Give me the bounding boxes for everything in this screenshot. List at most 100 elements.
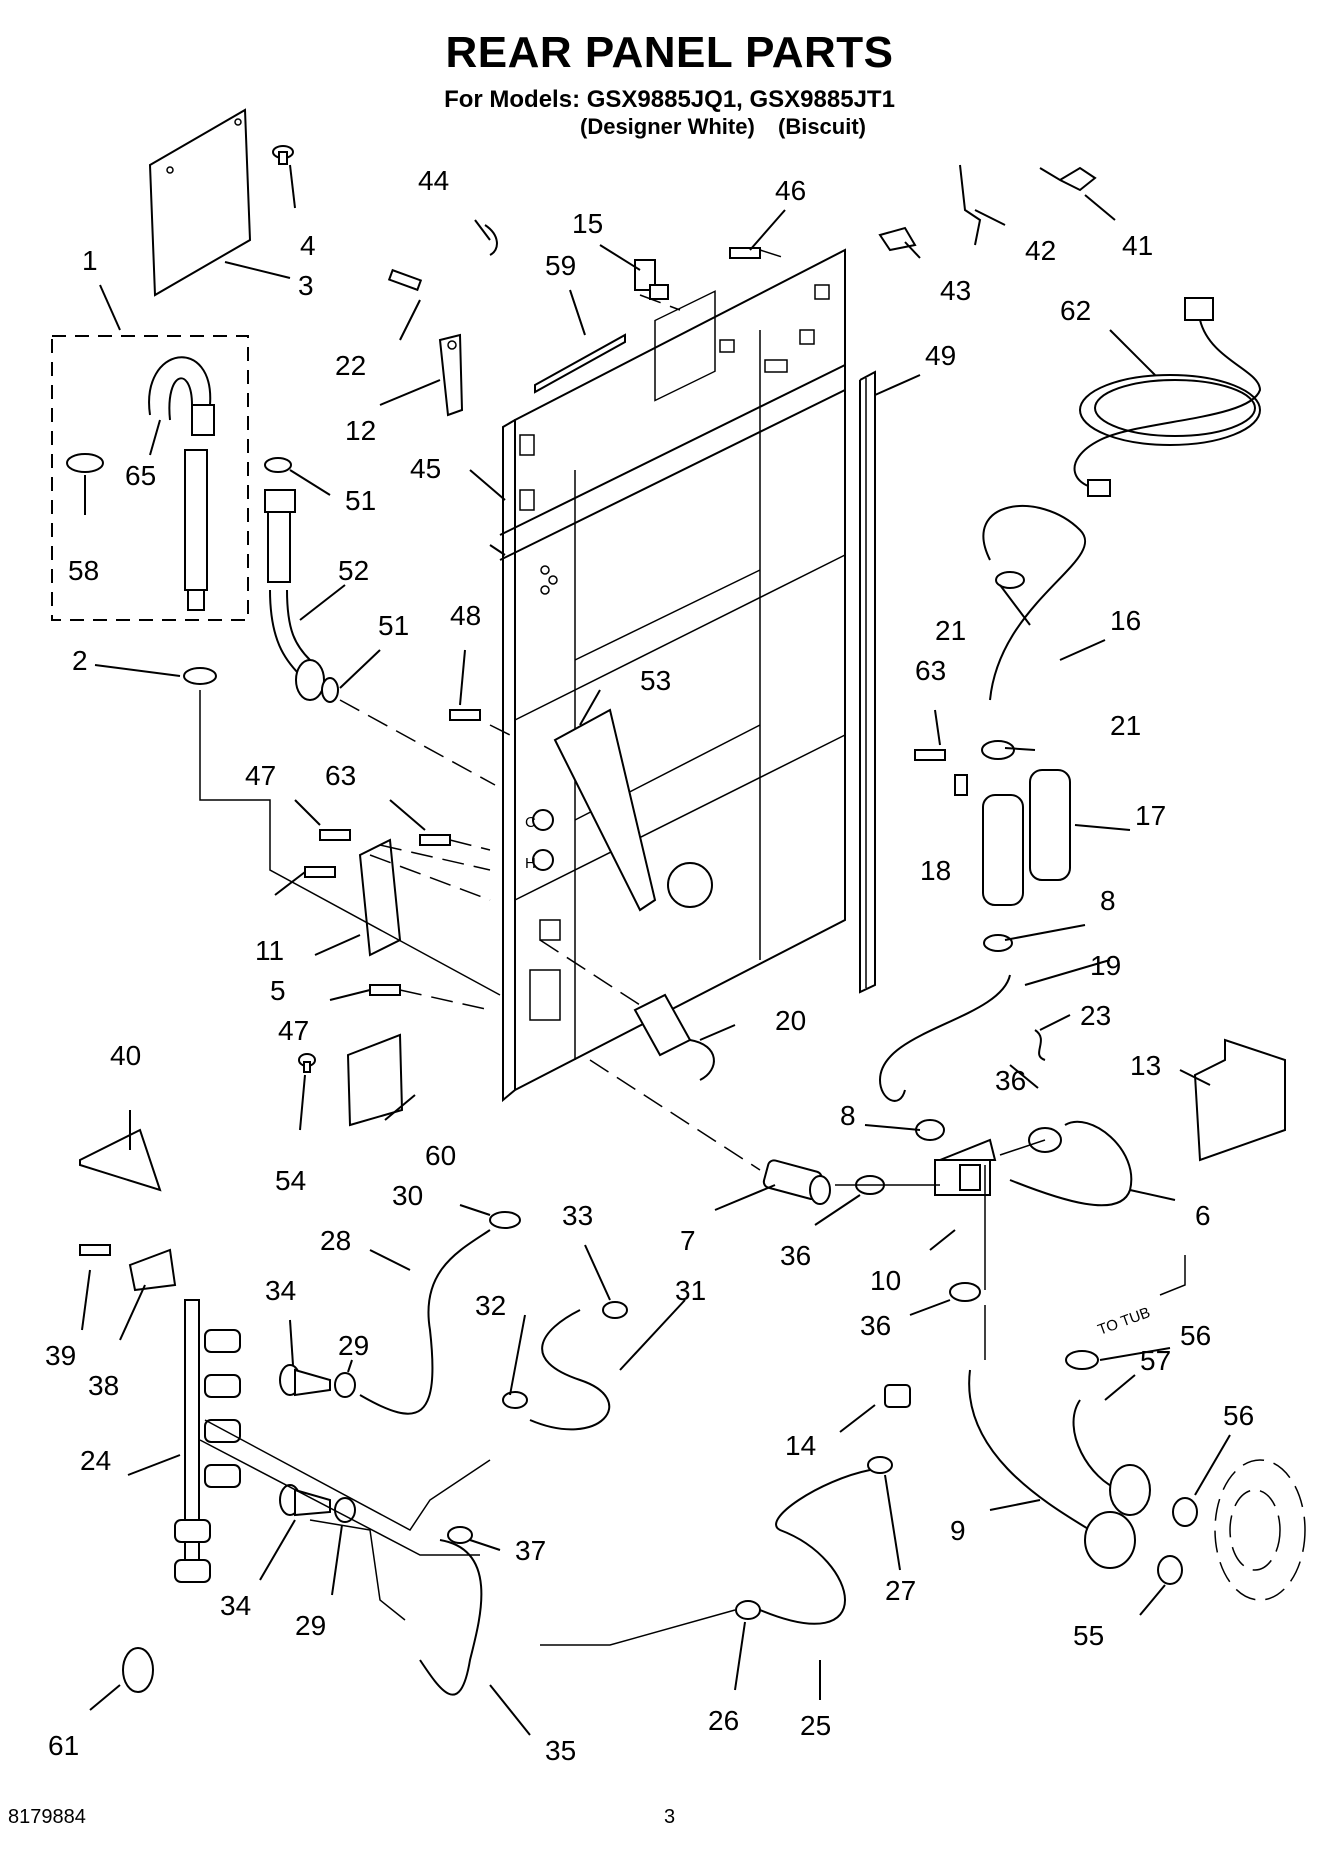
- callout-28: 28: [320, 1225, 351, 1256]
- callout-45: 45: [410, 453, 441, 484]
- clamp-26-part: [735, 1600, 761, 1620]
- callout-34-lower: 34: [220, 1590, 251, 1621]
- callout-5: 5: [270, 975, 286, 1006]
- callout-9: 9: [950, 1515, 966, 1546]
- page-number: 3: [664, 1806, 676, 1828]
- callout-15: 15: [572, 208, 603, 239]
- clamp-33-part: [602, 1301, 628, 1319]
- screw-47-bottom-part: [369, 984, 401, 996]
- hose-9-part: [968, 1369, 1091, 1531]
- manifold-24-part: [174, 1299, 241, 1583]
- callout-21-mid: 21: [1110, 710, 1141, 741]
- clamp-27-part: [867, 1456, 893, 1474]
- screw-48-part: [449, 709, 481, 721]
- callout-36-center: 36: [780, 1240, 811, 1271]
- hose-28-part: [359, 1229, 491, 1415]
- callout-4: 4: [300, 230, 316, 261]
- side-trim-part: [859, 370, 876, 994]
- assembly-guide-lines: [339, 249, 786, 1171]
- screw-47-top-part: [319, 829, 351, 841]
- top-strip-part: [534, 333, 626, 394]
- callout-65: 65: [125, 460, 156, 491]
- callout-13: 13: [1130, 1050, 1161, 1081]
- callout-29-lower: 29: [295, 1610, 326, 1641]
- callout-63-right: 63: [915, 655, 946, 686]
- callout-42: 42: [1025, 235, 1056, 266]
- callout-numbers: 1 2 3 4 5 6 7 8 8 9 10 11 12 13 14 15 16…: [45, 165, 1254, 1766]
- callout-61: 61: [48, 1730, 79, 1761]
- callout-48: 48: [450, 600, 481, 631]
- callout-39: 39: [45, 1340, 76, 1371]
- callout-8-upper: 8: [1100, 885, 1116, 916]
- callout-35: 35: [545, 1735, 576, 1766]
- callout-49: 49: [925, 340, 956, 371]
- callout-60: 60: [425, 1140, 456, 1171]
- callout-23: 23: [1080, 1000, 1111, 1031]
- callout-26: 26: [708, 1705, 739, 1736]
- valve-10-part: [934, 1138, 997, 1196]
- bracket-40-part: [79, 1128, 162, 1192]
- callout-54: 54: [275, 1165, 306, 1196]
- callout-14: 14: [785, 1430, 816, 1461]
- callout-40: 40: [110, 1040, 141, 1071]
- models-line: For Models: GSX9885JQ1, GSX9885JT1: [444, 86, 895, 113]
- hose-19-part: [878, 974, 1011, 1102]
- callout-1: 1: [82, 245, 98, 276]
- hose-25-part: [759, 1469, 871, 1625]
- callout-63-left: 63: [325, 760, 356, 791]
- screw-46-part: [729, 247, 761, 259]
- nozzle-34-lower-part: [279, 1484, 331, 1517]
- callout-20: 20: [775, 1005, 806, 1036]
- callout-34-upper: 34: [265, 1275, 296, 1306]
- callout-25: 25: [800, 1710, 831, 1741]
- leader-lines: [81, 164, 1231, 1736]
- screw-63-right-part: [914, 749, 946, 761]
- callout-53: 53: [640, 665, 671, 696]
- callout-46: 46: [775, 175, 806, 206]
- callout-2: 2: [72, 645, 88, 676]
- callout-16: 16: [1110, 605, 1141, 636]
- callout-24: 24: [80, 1445, 111, 1476]
- clamp-56-top-part: [1065, 1350, 1099, 1370]
- clip-23-part: [1034, 1029, 1046, 1061]
- hose-31-part: [529, 1309, 611, 1431]
- color-designer-white: (Designer White): [580, 114, 755, 139]
- callout-62: 62: [1060, 295, 1091, 326]
- screw-22-part: [387, 268, 423, 292]
- clamp-36-lower-part: [949, 1282, 981, 1302]
- callout-37: 37: [515, 1535, 546, 1566]
- hose-35-part: [419, 1539, 483, 1696]
- bracket-41-part: [1039, 166, 1097, 192]
- callout-56-lower: 56: [1223, 1400, 1254, 1431]
- callout-17: 17: [1135, 800, 1166, 831]
- callout-55: 55: [1073, 1620, 1104, 1651]
- callout-30: 30: [392, 1180, 423, 1211]
- color-biscuit: (Biscuit): [778, 114, 866, 139]
- callout-58: 58: [68, 555, 99, 586]
- bracket-20-part: [633, 993, 715, 1081]
- callout-51-upper: 51: [345, 485, 376, 516]
- pin-4-part: [272, 145, 294, 165]
- clamp-56-lower-part: [1172, 1497, 1198, 1527]
- callout-18: 18: [920, 855, 951, 886]
- bracket-38-part: [128, 1248, 177, 1292]
- screw-63-left-part: [419, 834, 451, 846]
- screw-54-part: [298, 1053, 316, 1073]
- callout-32: 32: [475, 1290, 506, 1321]
- page-title: REAR PANEL PARTS: [445, 28, 894, 77]
- callout-41: 41: [1122, 230, 1153, 261]
- clamp-8-lower-part: [915, 1119, 945, 1141]
- clamp-8-top-part: [983, 934, 1013, 952]
- callout-57: 57: [1140, 1345, 1171, 1376]
- clamp-21-mid-part: [981, 740, 1015, 760]
- callout-3: 3: [298, 270, 314, 301]
- hose-16-part: [982, 505, 1087, 701]
- callout-31: 31: [675, 1275, 706, 1306]
- callout-19: 19: [1090, 950, 1121, 981]
- callout-44: 44: [418, 165, 449, 196]
- callout-43: 43: [940, 275, 971, 306]
- callout-27: 27: [885, 1575, 916, 1606]
- elbow-7-part: [762, 1159, 831, 1205]
- bracket-15-part: [634, 259, 669, 300]
